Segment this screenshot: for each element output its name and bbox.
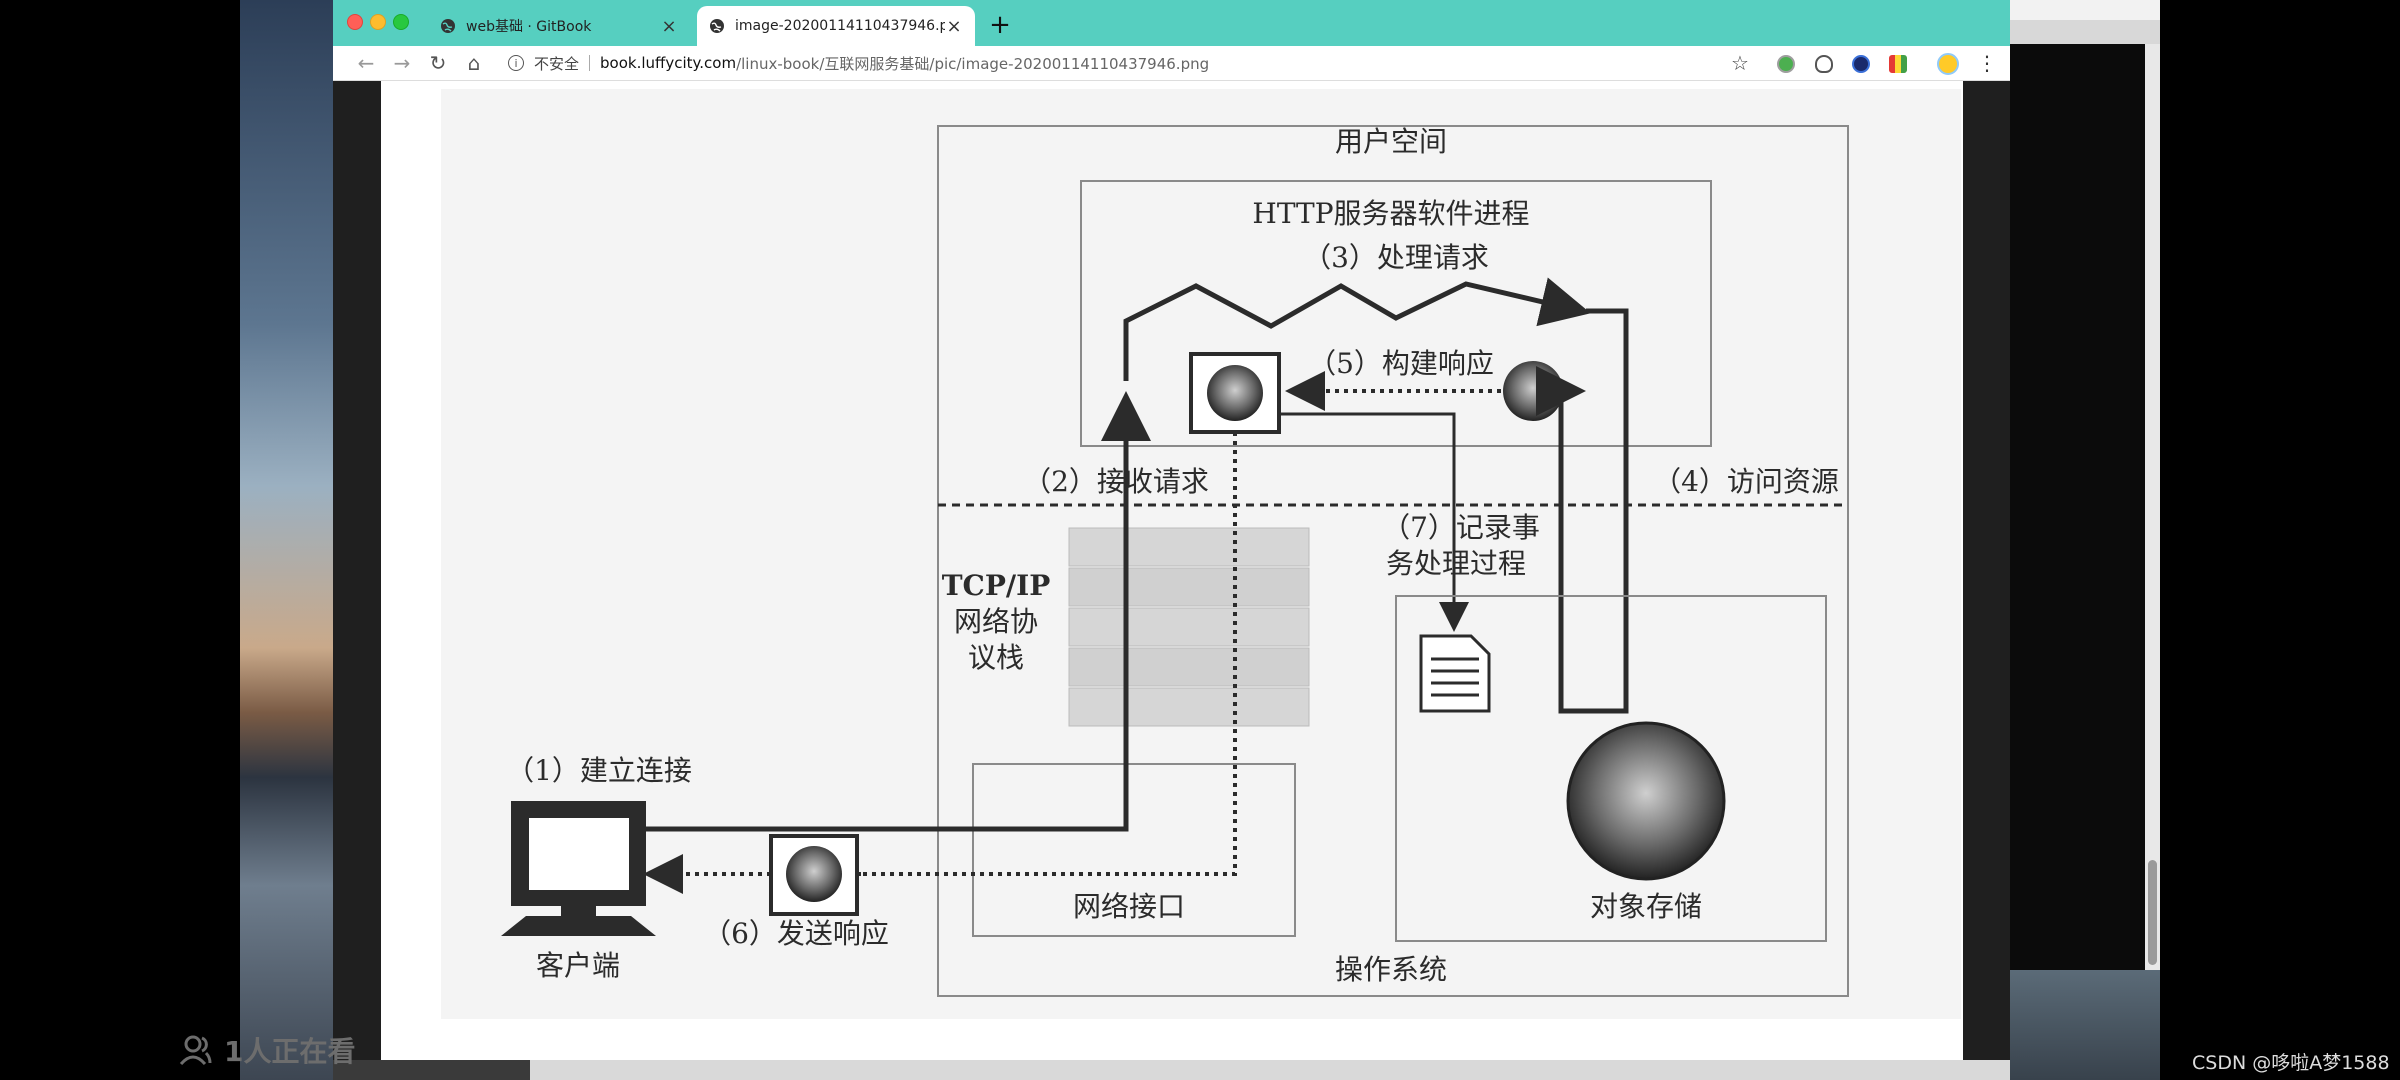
- tcp-ip-stack-icon: [1069, 528, 1309, 726]
- extension-icon[interactable]: [1777, 55, 1795, 73]
- url-path: /linux-book/互联网服务基础/pic/image-2020011411…: [736, 53, 1209, 74]
- forward-button[interactable]: →: [389, 50, 415, 76]
- info-icon[interactable]: i: [508, 55, 524, 71]
- resource-disk-icon: [1503, 361, 1563, 421]
- step3-label: （3）处理请求: [1303, 241, 1489, 274]
- viewer-count-label: 1人正在看: [224, 1030, 355, 1070]
- tcp-label-line2: 网络协: [954, 605, 1038, 638]
- window-minimize-button[interactable]: [370, 14, 386, 30]
- tab-title: web基础 · GitBook: [466, 16, 660, 36]
- divider: [589, 55, 590, 71]
- address-bar[interactable]: i 不安全 book.luffycity.com/linux-book/互联网服…: [498, 50, 1898, 76]
- people-icon: [178, 1033, 212, 1067]
- menu-icon[interactable]: ⋮: [1977, 50, 1997, 76]
- os-label: 操作系统: [1335, 953, 1447, 986]
- step2-label: （2）接收请求: [1023, 465, 1209, 498]
- taskbar-strip: [530, 1060, 2010, 1080]
- bookmark-star-icon[interactable]: ☆: [1731, 50, 1749, 76]
- desktop-wallpaper: [240, 0, 336, 1080]
- taskbar-strip-left: [333, 1060, 530, 1080]
- browser-toolbar: ← → ↻ ⌂ i 不安全 book.luffycity.com/linux-b…: [333, 46, 2010, 81]
- window-maximize-button[interactable]: [393, 14, 409, 30]
- close-icon[interactable]: ×: [660, 16, 678, 37]
- browser-window: web基础 · GitBook × image-2020011411043794…: [333, 0, 2010, 1060]
- globe-icon: [440, 18, 456, 34]
- storage-disk-icon: [1568, 723, 1724, 879]
- back-button[interactable]: ←: [353, 50, 379, 76]
- home-button[interactable]: ⌂: [461, 50, 487, 76]
- network-interface-label: 网络接口: [1073, 890, 1185, 923]
- page-viewport: 用户空间 HTTP服务器软件进程 （3）处理请求 （2）接收请求 （4）访问资源…: [333, 81, 2010, 1060]
- object-storage-label: 对象存储: [1590, 890, 1702, 923]
- desktop-wallpaper-right: [2010, 970, 2160, 1080]
- tab-image[interactable]: image-20200114110437946.png ×: [697, 6, 975, 46]
- url-host: book.luffycity.com: [600, 54, 736, 72]
- user-space-label: 用户空间: [1335, 125, 1447, 158]
- security-label: 不安全: [534, 53, 579, 74]
- background-window-toolbar: [2010, 20, 2160, 44]
- extension-icon[interactable]: [1852, 55, 1870, 73]
- tcp-label-line3: 议栈: [968, 641, 1024, 674]
- tab-title: image-20200114110437946.png: [735, 18, 945, 34]
- reload-button[interactable]: ↻: [425, 50, 451, 76]
- extension-icon[interactable]: [1815, 55, 1833, 73]
- tcp-label-line1: TCP/IP: [942, 569, 1051, 602]
- http-process-label: HTTP服务器软件进程: [1252, 197, 1529, 230]
- close-icon[interactable]: ×: [945, 16, 963, 37]
- send-response-disk-icon: [786, 846, 842, 902]
- globe-icon: [709, 18, 725, 34]
- watermark: CSDN @哆啦A梦1588: [2192, 1048, 2390, 1075]
- step6-label: （6）发送响应: [703, 917, 889, 950]
- log-file-icon: [1421, 636, 1489, 711]
- extension-icon[interactable]: [1889, 55, 1907, 73]
- step4-label: （4）访问资源: [1653, 465, 1839, 498]
- step5-label: （5）构建响应: [1308, 347, 1494, 380]
- step7-label-line2: 务处理过程: [1386, 547, 1526, 580]
- image-display: 用户空间 HTTP服务器软件进程 （3）处理请求 （2）接收请求 （4）访问资源…: [381, 81, 1963, 1060]
- step1-label: （1）建立连接: [506, 754, 692, 787]
- background-window-scrollbar[interactable]: [2145, 44, 2160, 970]
- window-close-button[interactable]: [347, 14, 363, 30]
- client-label: 客户端: [536, 949, 620, 982]
- response-disk-icon: [1207, 365, 1263, 421]
- http-server-diagram: 用户空间 HTTP服务器软件进程 （3）处理请求 （2）接收请求 （4）访问资源…: [381, 81, 1963, 1060]
- background-window: [2010, 44, 2145, 970]
- tab-gitbook[interactable]: web基础 · GitBook ×: [428, 6, 690, 46]
- new-tab-button[interactable]: +: [985, 10, 1015, 40]
- step7-label-line1: （7）记录事: [1382, 511, 1540, 544]
- viewer-count: 1人正在看: [178, 1030, 355, 1070]
- background-window-titlebar: [2010, 0, 2160, 20]
- tab-bar: web基础 · GitBook × image-2020011411043794…: [333, 0, 2010, 46]
- scrollbar-thumb[interactable]: [2148, 860, 2157, 965]
- avatar[interactable]: [1937, 53, 1959, 75]
